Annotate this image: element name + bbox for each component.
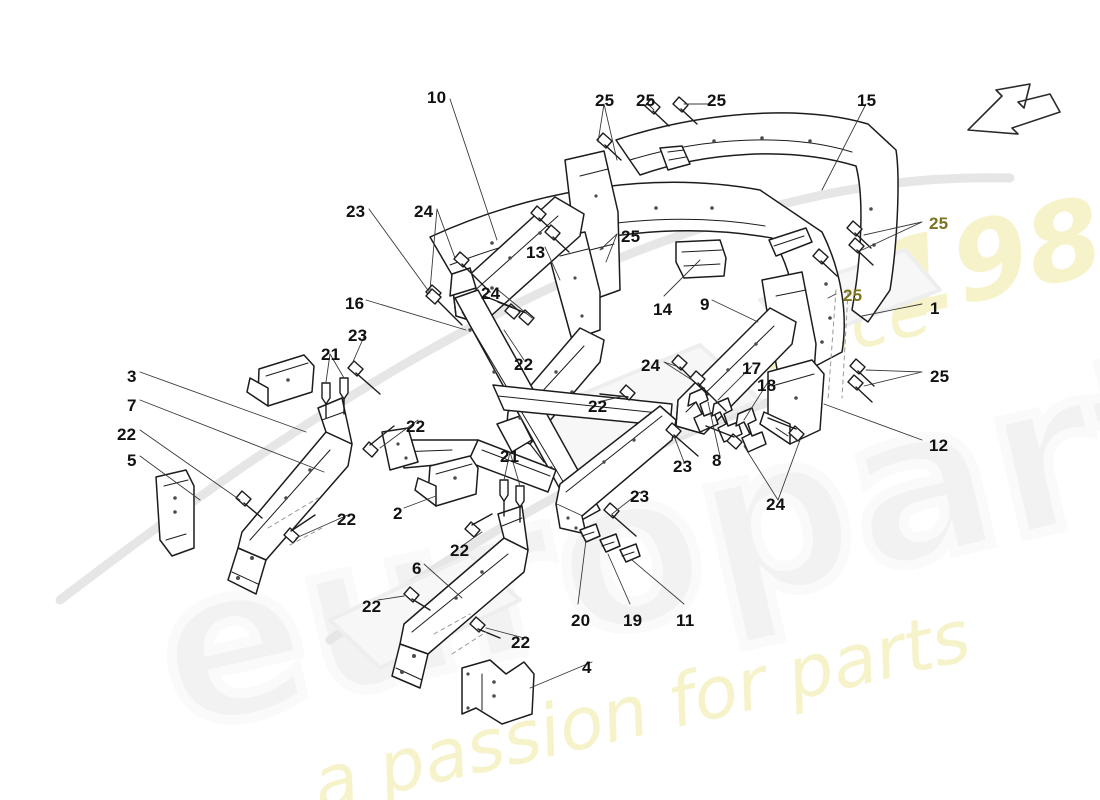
callout-number-15: 15 — [857, 91, 877, 110]
callout-number-22: 22 — [337, 510, 357, 529]
callout-number-23: 23 — [630, 487, 650, 506]
callout-number-25: 25 — [843, 286, 863, 305]
part-bumper-beam-outer — [615, 112, 899, 323]
callout-number-17: 17 — [742, 359, 762, 378]
callout-number-25: 25 — [636, 91, 656, 110]
callout-number-4: 4 — [582, 658, 592, 677]
part-6-beam — [391, 505, 529, 689]
callout-number-22: 22 — [117, 425, 137, 444]
callout-number-25: 25 — [595, 91, 615, 110]
callout-number-3: 3 — [127, 367, 137, 386]
callout-number-24: 24 — [481, 284, 501, 303]
callout-number-10: 10 — [427, 88, 447, 107]
callout-number-11: 11 — [676, 611, 695, 630]
callout-number-22: 22 — [511, 633, 531, 652]
callout-number-25: 25 — [621, 227, 641, 246]
callout-number-25: 25 — [930, 367, 950, 386]
callout-number-22: 22 — [406, 417, 426, 436]
callout-number-23: 23 — [346, 202, 366, 221]
callout-number-22: 22 — [450, 541, 470, 560]
callout-number-16: 16 — [345, 294, 365, 313]
callout-number-13: 13 — [526, 243, 546, 262]
callout-number-12: 12 — [929, 436, 949, 455]
callout-number-22: 22 — [362, 597, 382, 616]
callout-number-24: 24 — [641, 356, 661, 375]
callout-number-24: 24 — [414, 202, 434, 221]
callout-number-20: 20 — [571, 611, 591, 630]
part-clips-19-20-11 — [579, 523, 641, 563]
arrow-icon — [967, 83, 1061, 135]
callout-number-25: 25 — [929, 214, 949, 233]
part-bracket-right — [768, 227, 813, 257]
callout-number-7: 7 — [127, 396, 137, 415]
callout-number-1: 1 — [930, 299, 940, 318]
part-14-bracket — [675, 239, 727, 279]
part-2-bracket — [414, 455, 479, 507]
callout-number-23: 23 — [673, 457, 693, 476]
callout-number-23: 23 — [348, 326, 368, 345]
bolts-group — [235, 96, 875, 639]
callout-number-24: 24 — [766, 495, 786, 514]
part-13-post — [544, 231, 601, 341]
callout-number-5: 5 — [127, 451, 137, 470]
callout-number-22: 22 — [514, 355, 534, 374]
callout-number-14: 14 — [653, 300, 673, 319]
part-3-bracket — [246, 354, 315, 407]
callout-number-8: 8 — [712, 451, 722, 470]
callout-number-25: 25 — [707, 91, 727, 110]
callout-number-2: 2 — [393, 504, 403, 523]
callout-number-22: 22 — [588, 397, 608, 416]
callout-number-21: 21 — [500, 447, 520, 466]
part-bracket-upper — [659, 145, 691, 171]
callout-number-6: 6 — [412, 559, 422, 578]
part-frame-lower-right — [555, 405, 677, 535]
leader-lines — [139, 98, 923, 689]
assembly-guides — [267, 289, 849, 655]
part-4-bracket — [461, 659, 535, 725]
callout-number-21: 21 — [321, 345, 341, 364]
callout-number-18: 18 — [757, 376, 777, 395]
callout-number-9: 9 — [700, 295, 710, 314]
part-5-bracket — [155, 469, 195, 557]
callout-number-19: 19 — [623, 611, 643, 630]
